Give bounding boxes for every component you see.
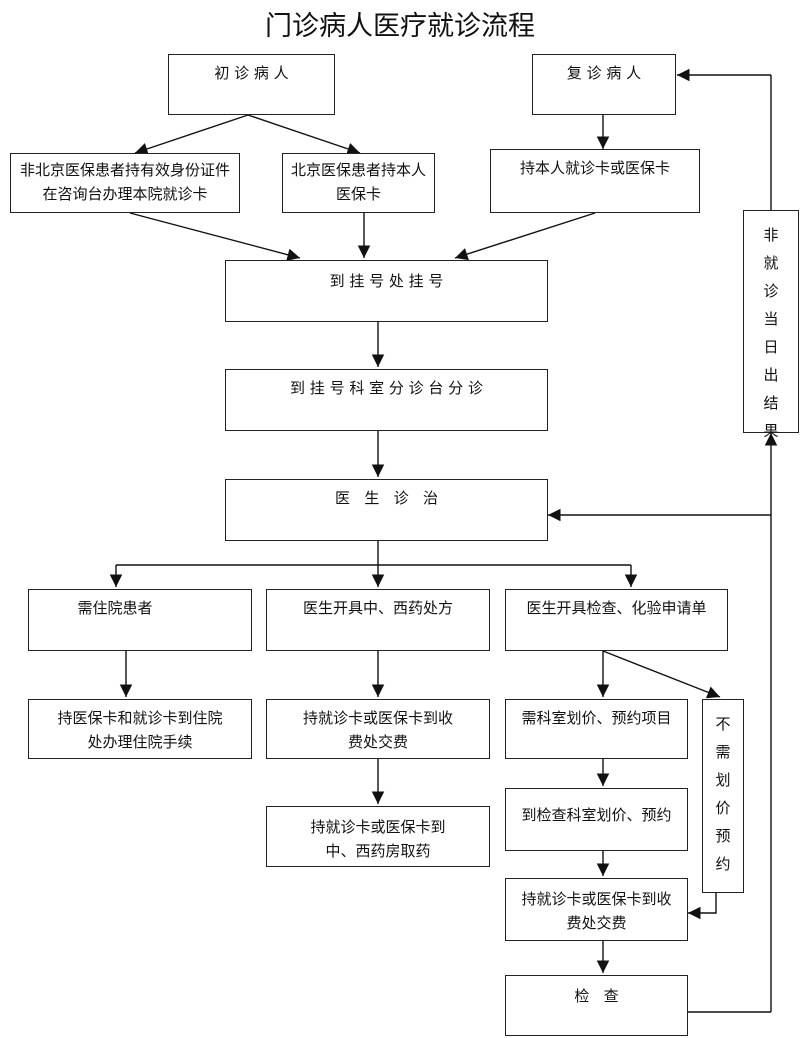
own-card-box: 持本人就诊卡或医保卡 (490, 149, 700, 213)
arrow-first-to-nonbeijing (134, 114, 249, 155)
return-visit-box: 复 诊 病 人 (532, 54, 676, 115)
non-beijing-insurance-label: 非北京医保患者持有效身份证件在咨询台办理本院就诊卡 (19, 161, 230, 203)
first-visit-box: 初 诊 病 人 (168, 54, 335, 115)
register-box: 到 挂 号 处 挂 号 (225, 260, 548, 322)
arrow-first-to-beijing (247, 114, 361, 155)
exam-order-label: 医生开具检查、化验申请单 (526, 599, 707, 617)
non-beijing-insurance-box: 非北京医保患者持有效身份证件在咨询台办理本院就诊卡 (10, 153, 240, 213)
examination-box: 检 查 (505, 975, 688, 1036)
triage-label: 到 挂 号 科 室 分 诊 台 分 诊 (290, 379, 483, 397)
exam-dept-label: 到检查科室划价、预约 (521, 806, 672, 824)
prescription-box: 医生开具中、西药处方 (266, 589, 490, 651)
admission-label: 持医保卡和就诊卡到住院处办理住院手续 (57, 709, 223, 751)
inpatient-box: 需住院患者 (28, 589, 252, 651)
doctor-box: 医 生 诊 治 (225, 479, 548, 541)
pay-prescription-label: 持就诊卡或医保卡到收费处交费 (303, 709, 454, 751)
no-pricing-box: 不需划价预约 (702, 699, 744, 893)
beijing-insurance-box: 北京医保患者持本人医保卡 (282, 153, 435, 213)
arrow-owncard-to-register (454, 212, 596, 261)
arrow-examorder-to-nopricing (602, 650, 721, 699)
doctor-label: 医 生 诊 治 (335, 489, 438, 507)
pay-exam-box: 持就诊卡或医保卡到收费处交费 (505, 878, 688, 941)
result-not-same-day-box: 非就诊当日出结果 (743, 210, 799, 440)
admission-box: 持医保卡和就诊卡到住院处办理住院手续 (28, 699, 252, 759)
result-not-same-day-label: 非就诊当日出结果 (763, 226, 779, 440)
inpatient-label: 需住院患者 (77, 599, 153, 617)
pharmacy-label: 持就诊卡或医保卡到中、西药房取药 (310, 818, 446, 860)
own-card-label: 持本人就诊卡或医保卡 (519, 159, 670, 177)
pharmacy-box: 持就诊卡或医保卡到中、西药房取药 (266, 806, 490, 867)
exam-dept-box: 到检查科室划价、预约 (505, 788, 688, 851)
arrow-nopricing-to-payexam (688, 893, 717, 920)
no-pricing-label: 不需划价预约 (715, 715, 731, 873)
register-label: 到 挂 号 处 挂 号 (329, 272, 444, 290)
arrow-nonbeijing-to-register (129, 212, 301, 261)
pay-prescription-box: 持就诊卡或医保卡到收费处交费 (266, 699, 490, 759)
examination-label: 检 查 (574, 987, 619, 1005)
return-visit-label: 复 诊 病 人 (566, 64, 642, 82)
prescription-label: 医生开具中、西药处方 (302, 599, 453, 617)
pay-exam-label: 持就诊卡或医保卡到收费处交费 (521, 890, 672, 932)
page-title: 门诊病人医疗就诊流程 (265, 11, 535, 42)
beijing-insurance-label: 北京医保患者持本人医保卡 (291, 161, 427, 203)
triage-box: 到 挂 号 科 室 分 诊 台 分 诊 (225, 369, 548, 431)
dept-pricing-box: 需科室划价、预约项目 (505, 699, 688, 759)
exam-order-box: 医生开具检查、化验申请单 (505, 589, 728, 651)
first-visit-label: 初 诊 病 人 (214, 64, 289, 82)
dept-pricing-label: 需科室划价、预约项目 (521, 709, 672, 727)
